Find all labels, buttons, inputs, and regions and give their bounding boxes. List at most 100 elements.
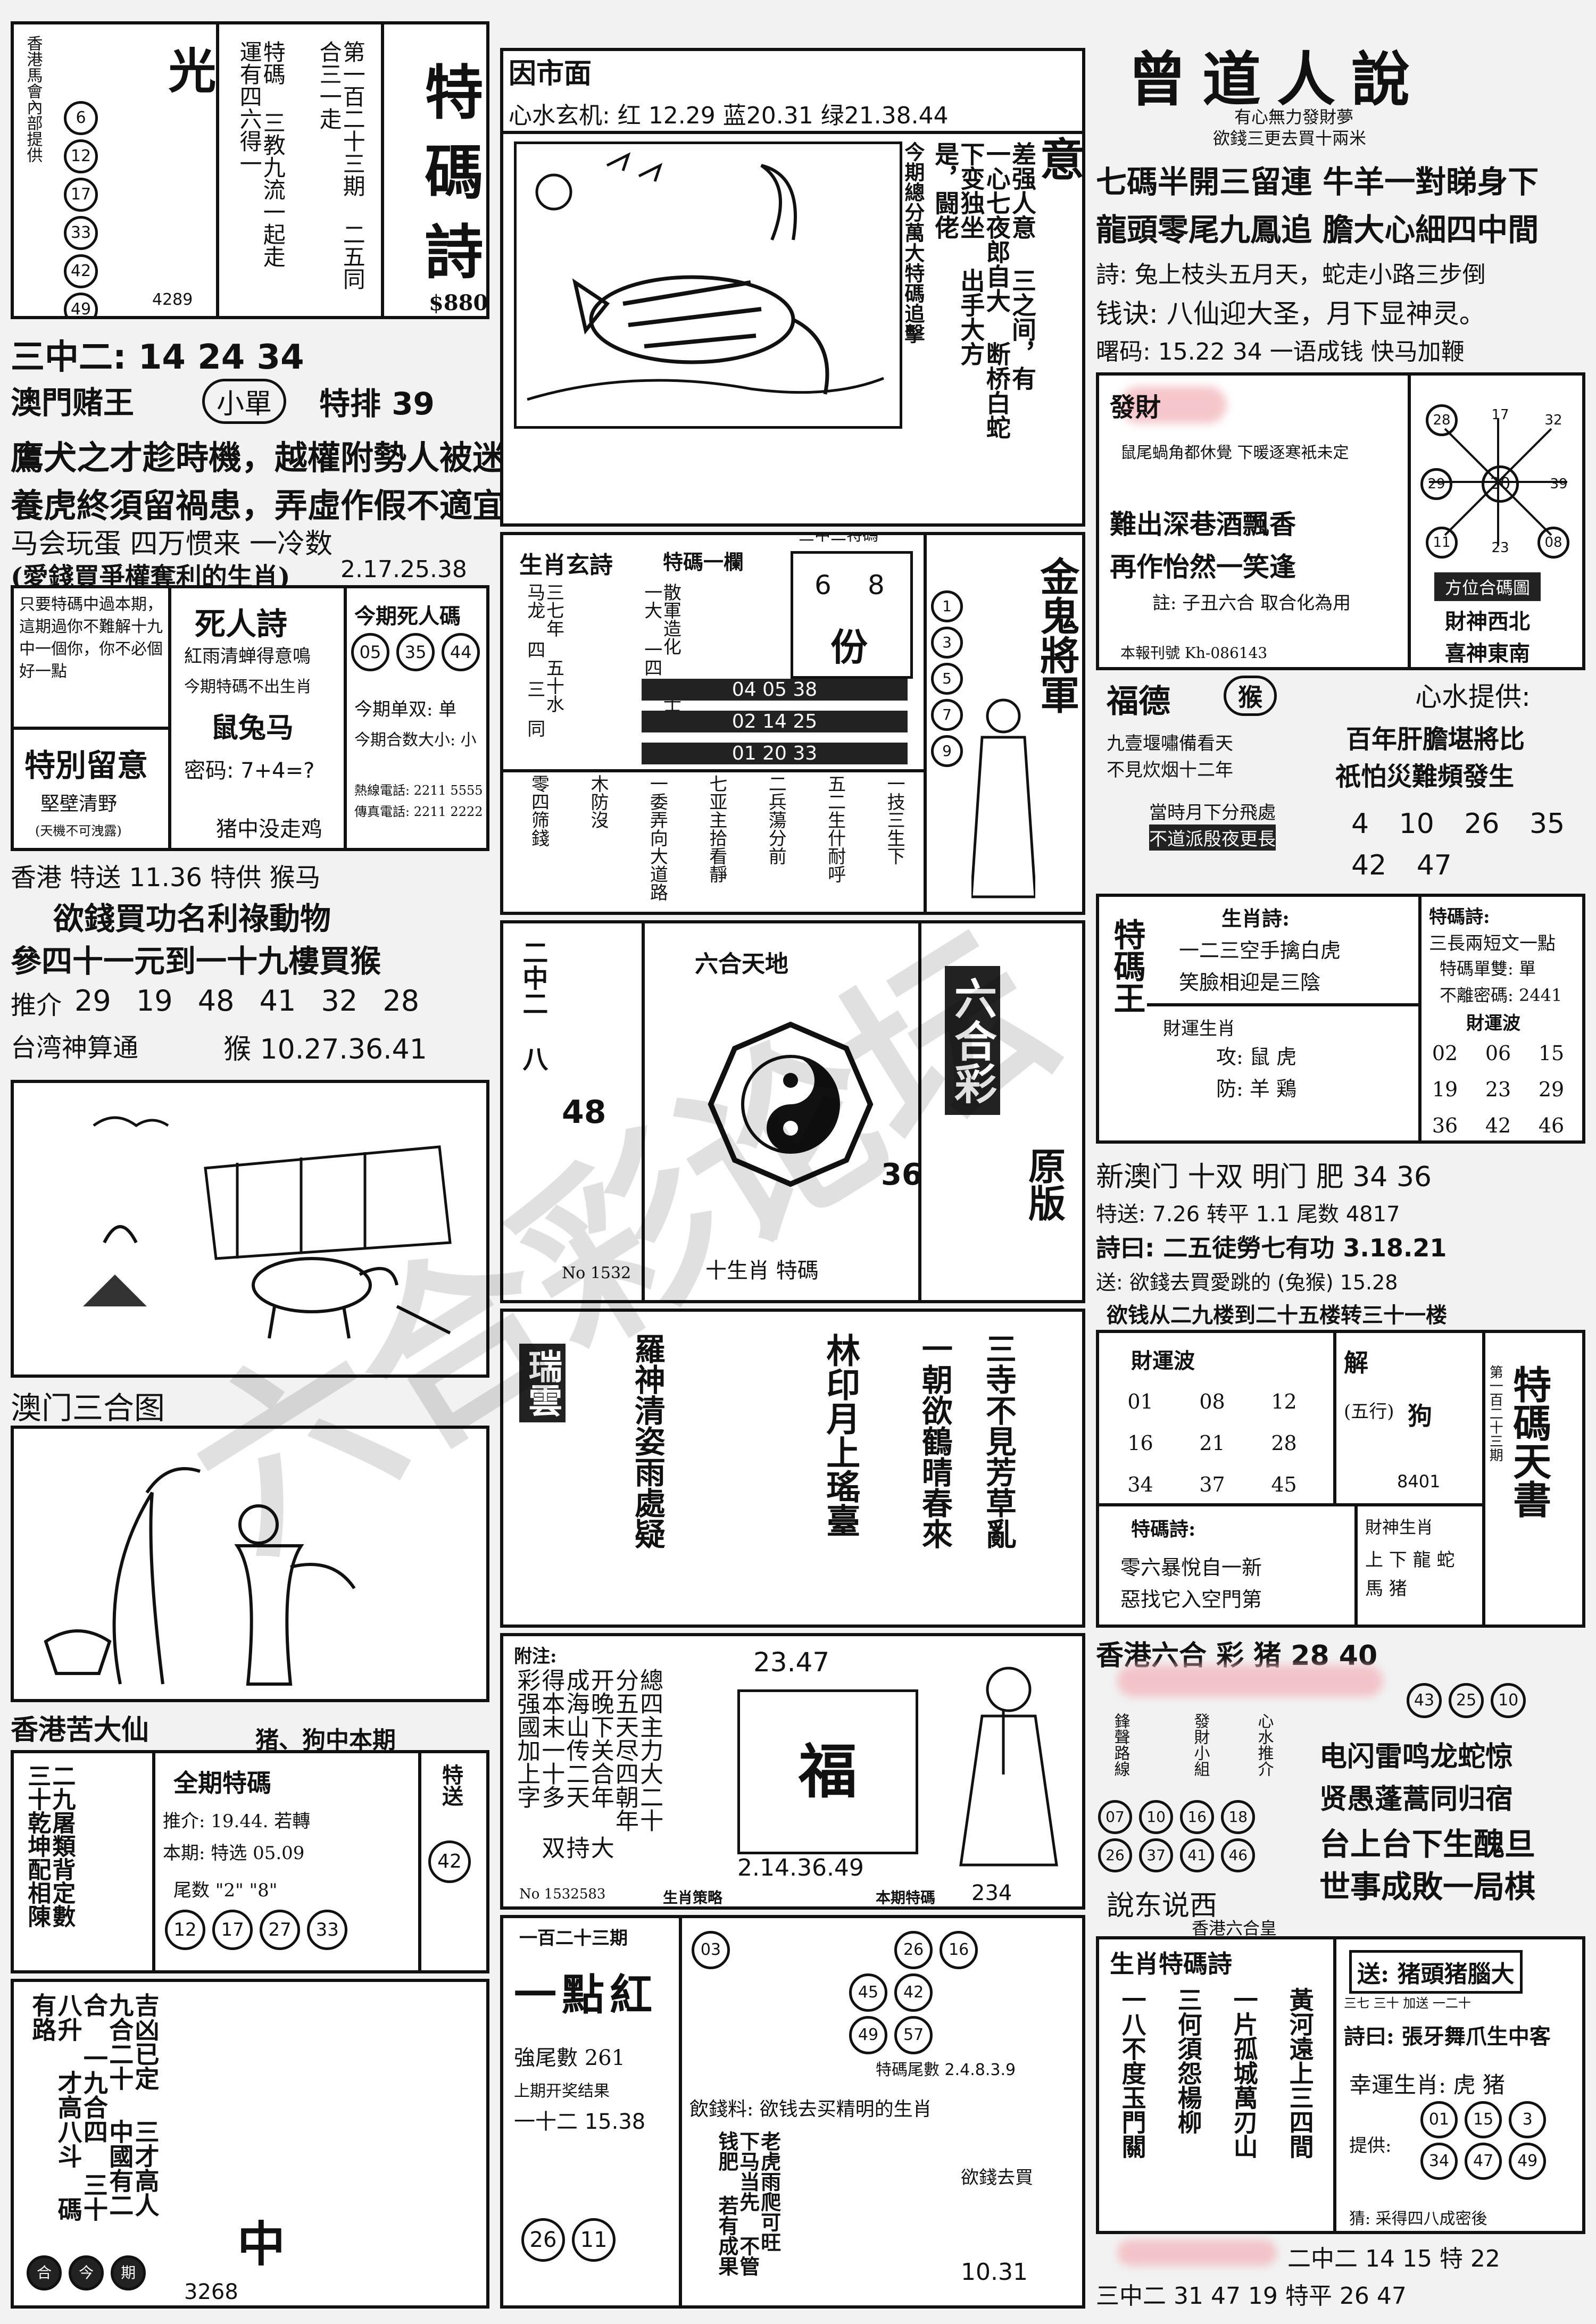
old-man-figure (959, 1667, 1058, 1867)
xg-head: 全期特碼 (173, 1769, 271, 1797)
rl-num2: 10 (1491, 1683, 1526, 1718)
dead-l1: 紅雨清蝉得意鳴 (184, 646, 311, 667)
liuhe-label: 六合天地 (695, 951, 788, 978)
rb-xing: 幸運生肖: 虎 猪 (1349, 2072, 1505, 2098)
rm-te: 特送: 7.26 转平 1.1 尾数 4817 (1096, 1202, 1400, 1227)
rm-caishen: 財神生肖 (1365, 1517, 1434, 1537)
sx-col: 一委弄向大道路 (646, 774, 668, 901)
xg-l2: 本期: 特选 05.09 (163, 1843, 305, 1864)
grid-num: 8 (868, 570, 885, 601)
fu-char: 福 (799, 1737, 857, 1806)
cb-foot: 10.31 (961, 2259, 1028, 2286)
rt-p1: 鼠尾蝸角都休覺 下暖逐寒衹未定 (1120, 444, 1349, 462)
dead-num: 44 (442, 633, 480, 671)
dead-l3: 鼠兔马 (211, 712, 294, 744)
xg-te: 特送 (438, 1764, 463, 1806)
header-line1: 七碼半開三留連 牛羊一對睇身下 (1096, 164, 1539, 200)
dead-nums: 05 35 44 (349, 631, 482, 673)
cb-shang: 上期开奖结果 (514, 2082, 610, 2101)
rsx-cai: 財運生肖 (1163, 1018, 1235, 1039)
fw-nums: 28 17 32 29 20 39 11 23 08 (1418, 397, 1578, 567)
special-box: 特別留意 堅壁清野 (天機不可洩露) (14, 727, 168, 848)
fw-num: 39 (1550, 476, 1568, 492)
rb-song: 送: 猪頭猪腦大 (1349, 1950, 1523, 1994)
sanzhonger-line: 三中二: 14 24 34 (11, 338, 304, 377)
band-c5: 羅神清姿雨處疑 (629, 1333, 666, 1549)
lower-xyn: 234 (971, 1881, 1012, 1905)
band-c4: 三寺不見芳草亂 (980, 1333, 1017, 1549)
grid-num: 6 (814, 570, 832, 601)
header-line3: 詩: 兔上枝头五月天，蛇走小路三步倒 (1096, 261, 1486, 288)
fude-badge: 猴 (1224, 676, 1277, 716)
poem-line-2: 養虎終須留禍患，弄虛作假不適宜 (11, 486, 506, 525)
cb-grid-num: 26 (894, 1931, 933, 1969)
masthead: 因市面 (509, 57, 592, 90)
rl-num: 10 (1139, 1800, 1174, 1834)
special-foot: (天機不可洩露) (35, 823, 122, 838)
rm-cai-num: 34 (1127, 1473, 1153, 1496)
cb-grid-num: 57 (894, 2016, 933, 2054)
lower-xy: 生肖策略 (663, 1889, 723, 1906)
lower-nums: 2.14.36.49 (737, 1854, 864, 1881)
tiger-drawing (527, 152, 884, 401)
redaction (1117, 1665, 1383, 1697)
fude-title: 福德 (1107, 683, 1170, 720)
cai-num: 46 (1538, 1114, 1565, 1137)
xg-wei: 尾数 "2" "8" (173, 1880, 278, 1901)
rl-num2: 25 (1449, 1683, 1484, 1718)
cb-num: 11 (572, 2218, 616, 2262)
xg-num: 17 (212, 1910, 253, 1950)
left-note: 只要特碼中過本期，這期過你不難解十九中一個你，你不必個好一點 (19, 595, 163, 681)
xg-box: 二九屠類背定數 三十乾坤配相陳 全期特碼 推介: 19.44. 若轉 本期: 特… (11, 1750, 489, 1973)
cai-num: 02 (1432, 1042, 1458, 1065)
cb-wei: 強尾數 261 (514, 2046, 626, 2070)
cb-yin: 飲錢料: 欲钱去买精明的生肖 (689, 2098, 932, 2120)
cb-poem: 老虎雨爬可旺 下马当先 不管钱肥 若有成果 (714, 2131, 782, 2276)
rb-num: 34 (1420, 2143, 1458, 2180)
dead-l2: 今期特碼不出生肖 (184, 678, 312, 696)
rm-mima: 8401 (1397, 1471, 1441, 1492)
bagua-right-title: 六合彩 (945, 966, 1000, 1115)
xg-num: 12 (165, 1910, 205, 1950)
cb-grid: 03 26 16 45 42 49 57 (689, 1929, 1073, 2056)
bl-dot: 合 (27, 2255, 62, 2290)
rsx-l1: 一二三空手擒白虎 (1179, 939, 1341, 962)
bagua-num1: 48 (562, 1094, 606, 1131)
rt-book: 本報刊號 Kh-086143 (1120, 644, 1268, 662)
rm-shi: 詩曰: 二五徒勞七有功 3.18.21 (1096, 1234, 1447, 1262)
rb-band2: 三中二 31 47 19 特平 26 47 (1096, 2283, 1407, 2310)
fw-num: 17 (1491, 407, 1509, 423)
rl-num: 46 (1221, 1838, 1256, 1872)
bl-zhong: 中 (237, 2216, 285, 2272)
fangwei-title: 方位合碼圖 (1434, 572, 1541, 601)
band-l1: 香港 特送 11.36 特供 猴马 (11, 863, 321, 893)
rsx-l2: 笑臉相迎是三陰 (1179, 971, 1321, 994)
header-line2: 龍頭零尾九鳳追 膽大心細四中間 (1096, 212, 1539, 248)
lower-nums2: 23.47 (753, 1647, 830, 1678)
fw-num: 28 (1426, 404, 1458, 436)
rm-cai-num: 12 (1271, 1390, 1297, 1413)
one-word-title: 一字記之曰: 意 (1033, 136, 1085, 412)
dead-foot: 猪中没走鸡 (216, 817, 322, 842)
band-l5: 猴 10.27.36.41 (223, 1034, 427, 1065)
source-label: 香港馬會內部提供 (23, 35, 43, 163)
rl-num2: 43 (1407, 1683, 1442, 1718)
rsx-fang: 防: 羊 鶏 (1216, 1077, 1296, 1101)
bagua-bottom: 十生肖 特碼 (705, 1259, 819, 1283)
redaction (1120, 386, 1227, 423)
fw-num: 23 (1491, 540, 1509, 556)
fu-box: 福 (737, 1689, 918, 1854)
grid-box: 三中二特碼 6 8 份 (791, 535, 913, 679)
rm-cai-num: 21 (1199, 1431, 1225, 1455)
cb-grid-num: 42 (894, 1973, 933, 2012)
rl-num: 18 (1221, 1800, 1256, 1834)
farm-drawing (83, 1116, 452, 1339)
circle-column: 6 12 17 33 42 49 (62, 99, 110, 316)
fa-label: 發財 (1110, 393, 1161, 422)
fude-s1: 百年肝膽堪將比 (1346, 724, 1525, 754)
cb-grid-num: 03 (692, 1931, 730, 1969)
bottom-left-block: 吉凶已定 三才高人 九合二十 中國有二合 一九合四 三十八升 才高八斗 碼有路 … (11, 1979, 489, 2309)
dead-nums-title: 今期死人碼 (354, 604, 461, 629)
illustration-sage (11, 1426, 489, 1702)
